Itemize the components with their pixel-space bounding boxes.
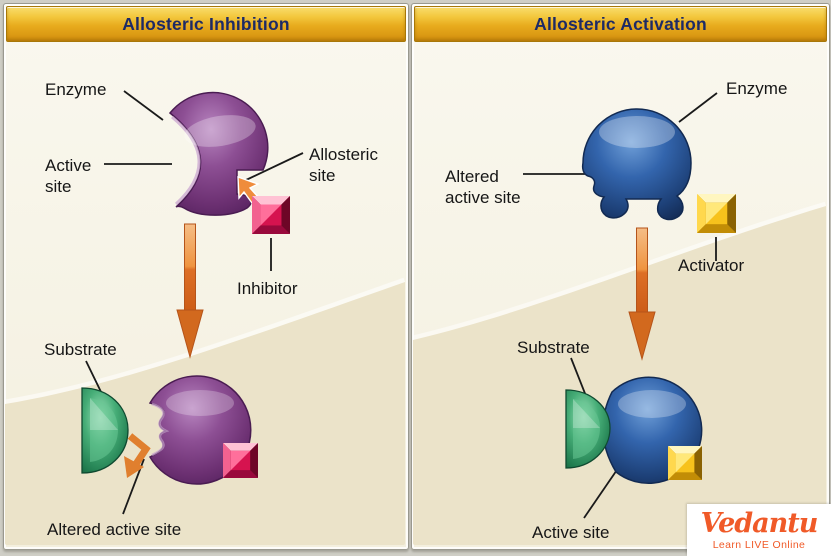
altered-label-line1: Altered bbox=[445, 167, 499, 186]
active-site-label-left: Active site bbox=[45, 155, 91, 197]
panel-header-inhibition: Allosteric Inhibition bbox=[6, 6, 406, 42]
allosteric-site-label-line1: Allosteric bbox=[309, 145, 378, 164]
enzyme-label-right: Enzyme bbox=[726, 79, 788, 98]
vedantu-logo-text: Vedantu bbox=[700, 507, 819, 539]
active-site-label-right: Active site bbox=[532, 523, 610, 542]
allosteric-site-label-line2: site bbox=[309, 166, 336, 185]
inhibitor-label: Inhibitor bbox=[237, 279, 298, 298]
panel-header-activation: Allosteric Activation bbox=[414, 6, 827, 42]
vedantu-logo: Vedantu Learn LIVE Online bbox=[687, 504, 831, 556]
substrate-label-left: Substrate bbox=[44, 340, 117, 359]
altered-active-site-label-left: Altered active site bbox=[47, 520, 182, 539]
active-site-label-line2: site bbox=[45, 177, 72, 196]
panel-title-activation: Allosteric Activation bbox=[534, 13, 707, 34]
altered-active-site-label-right: Altered active site bbox=[445, 166, 521, 208]
active-site-label-line1: Active bbox=[45, 156, 92, 175]
vedantu-tagline: Learn LIVE Online bbox=[712, 538, 806, 551]
substrate-label-right: Substrate bbox=[517, 338, 590, 357]
allosteric-site-label: Allosteric site bbox=[309, 144, 378, 186]
altered-label-line2: active site bbox=[445, 188, 521, 207]
enzyme-label-left: Enzyme bbox=[45, 80, 107, 99]
panel-title-inhibition: Allosteric Inhibition bbox=[122, 13, 290, 34]
activator-label: Activator bbox=[678, 256, 745, 275]
